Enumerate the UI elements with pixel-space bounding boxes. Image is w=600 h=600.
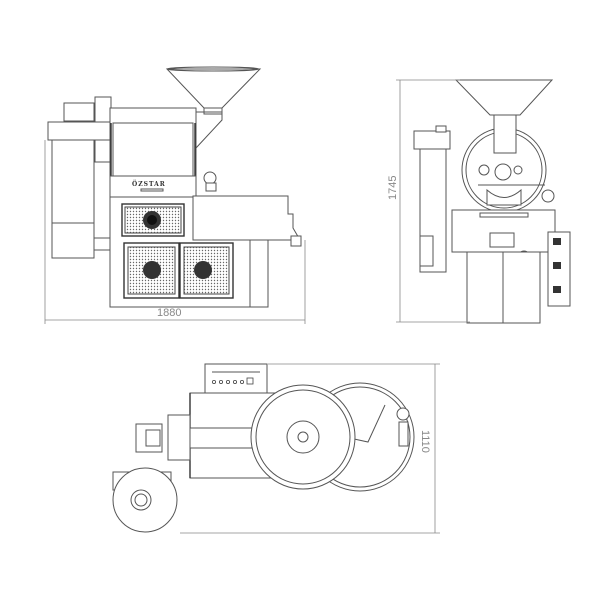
- fan-housing: [112, 467, 178, 533]
- height-dimension: 1745: [387, 176, 399, 200]
- top-view: 1110: [112, 363, 440, 534]
- cooling-tray: [192, 195, 301, 241]
- motor: [135, 423, 163, 453]
- burner-panel-lower-right: [179, 242, 234, 299]
- hopper-side: [454, 79, 554, 116]
- depth-dimension: 1110: [419, 430, 431, 453]
- drum-housing: [109, 107, 197, 177]
- side-view: 1745: [387, 79, 571, 324]
- front-view: ÖZSTAR 1880: [44, 66, 306, 324]
- drum-front-top: [250, 384, 356, 490]
- burner-panel-lower-left: [123, 242, 180, 299]
- brand-label: ÖZSTAR: [132, 181, 166, 188]
- burner-panel-upper: [121, 203, 185, 237]
- hopper: [165, 68, 262, 109]
- cyclone-housing: [47, 121, 111, 141]
- width-dimension: 1880: [157, 307, 181, 319]
- control-panel-top: [204, 363, 268, 395]
